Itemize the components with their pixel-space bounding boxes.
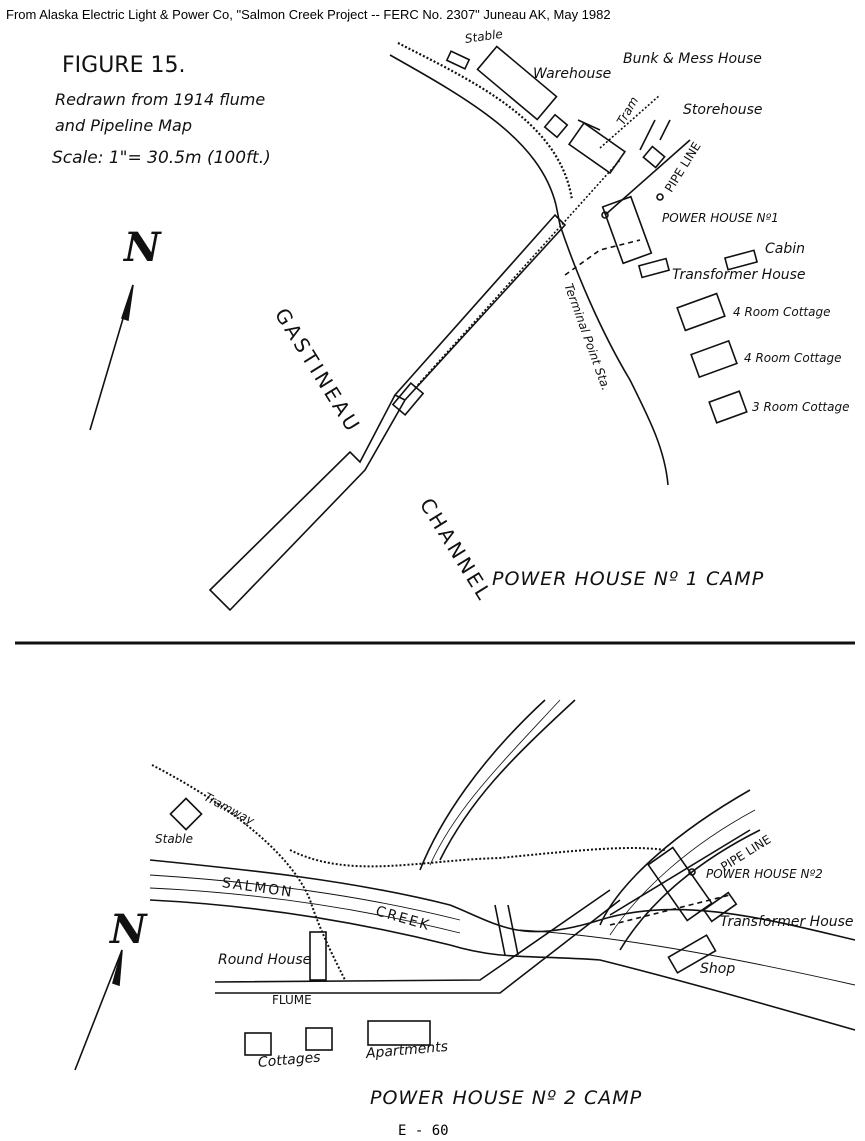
cottage-building (690, 339, 738, 379)
pier (208, 213, 567, 612)
label-stable: Stable (155, 832, 194, 846)
pier-structure (391, 382, 425, 416)
camp1-title: POWER HOUSE Nº 1 CAMP (492, 568, 765, 590)
powerhouse1-building (601, 195, 653, 265)
label-storehouse: Storehouse (683, 102, 763, 118)
camp2-drawing (74, 699, 856, 1071)
label-cabin: Cabin (765, 241, 806, 257)
source-caption: From Alaska Electric Light & Power Co, "… (6, 7, 611, 22)
label-roundhouse: Round House (218, 952, 312, 968)
tramway-rail (151, 764, 346, 981)
label-shop: Shop (700, 961, 736, 977)
north-label: N (110, 906, 147, 953)
bridge (494, 904, 519, 956)
label-bunk-mess: Bunk & Mess House (623, 51, 762, 67)
cottage-building (305, 1027, 333, 1051)
transformer-building (702, 891, 738, 923)
flume (214, 889, 621, 994)
small-building (543, 113, 569, 139)
tram-rail (397, 42, 574, 201)
pipeline (604, 139, 691, 216)
label-powerhouse1: POWER HOUSE Nº1 (662, 211, 779, 225)
creek-bank (149, 899, 856, 1031)
stable-building (169, 797, 203, 831)
camp1-drawing (89, 42, 759, 612)
label-cottage: 4 Room Cottage (744, 351, 842, 365)
transformer-building (637, 257, 671, 279)
label-cottage: 3 Room Cottage (752, 400, 850, 414)
roundhouse-building (309, 931, 327, 981)
figure-note: Redrawn from 1914 flume (55, 90, 266, 109)
bunk-mess-building (567, 121, 627, 175)
cottage-building (244, 1032, 272, 1056)
storehouse-building (642, 145, 666, 169)
figure-title: FIGURE 15. (62, 53, 186, 78)
stable-building (445, 50, 471, 70)
label-powerhouse2: POWER HOUSE Nº2 (706, 867, 823, 881)
terminal-creek (555, 204, 669, 486)
label-cottage: 4 Room Cottage (733, 305, 831, 319)
label-warehouse: Warehouse (533, 66, 612, 82)
cottage-building (708, 390, 748, 424)
label-transformer: Transformer House (672, 267, 806, 283)
warehouse-building (476, 45, 558, 121)
north-label: N (124, 224, 161, 271)
page-number: E - 60 (398, 1123, 449, 1139)
figure-note: and Pipeline Map (55, 116, 193, 135)
label-flume: FLUME (272, 993, 312, 1007)
cottage-building (676, 292, 726, 332)
cabin-building (723, 249, 759, 271)
label-transformer: Transformer House (720, 914, 854, 930)
figure-scale: Scale: 1"= 30.5m (100ft.) (52, 148, 271, 168)
pipeline (609, 829, 751, 916)
shop-building (667, 934, 717, 974)
north-arrow (74, 949, 123, 1071)
creek-bank (149, 859, 856, 941)
shoreline (389, 54, 557, 206)
apartments-building (367, 1020, 431, 1046)
tram-line (414, 159, 621, 389)
camp2-title: POWER HOUSE Nº 2 CAMP (370, 1087, 643, 1109)
